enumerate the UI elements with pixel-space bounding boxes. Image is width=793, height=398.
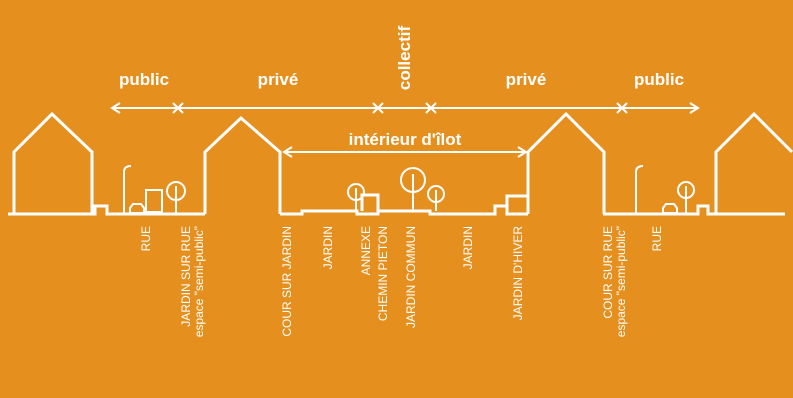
label-jardin-sur-rue: JARDIN SUR RUE espace "semi-public" xyxy=(179,226,206,338)
car-icon xyxy=(662,203,678,214)
house-icon xyxy=(526,111,606,214)
zone-label-prive-left: privé xyxy=(257,70,299,89)
car-icon xyxy=(129,203,145,214)
house-icon xyxy=(714,111,793,214)
label-chemin-pieton: CHEMIN PIETON xyxy=(376,226,390,322)
label-jardin: JARDIN xyxy=(461,226,475,270)
zone-label-collectif: collectif xyxy=(395,25,414,91)
winter-garden-icon xyxy=(505,194,528,214)
annex-shed-icon xyxy=(360,193,380,211)
house-icon xyxy=(203,115,282,214)
label-jardin-commun: JARDIN COMMUN xyxy=(404,226,418,328)
zone-label-public-right: public xyxy=(633,70,685,89)
tree-icon xyxy=(347,183,365,211)
label-jardin: JARDIN xyxy=(321,226,335,270)
label-jardin-d-hiver: JARDIN D'HIVER xyxy=(511,226,525,321)
tree-icon xyxy=(400,167,426,211)
tree-icon xyxy=(427,185,445,211)
label-rue: RUE xyxy=(139,226,153,252)
zone-arrows xyxy=(110,102,700,114)
truck-icon xyxy=(145,189,163,215)
interior-arrow xyxy=(282,146,528,158)
zone-label-public-left: public xyxy=(118,70,170,89)
zone-label-interieur: intérieur d'îlot xyxy=(348,130,462,149)
street-lamp-icon xyxy=(635,165,644,214)
label-cour-sur-rue: COUR SUR RUE espace "semi-public" xyxy=(601,226,628,338)
label-cour-sur-jardin: COUR SUR JARDIN xyxy=(280,226,294,337)
house-icon xyxy=(12,111,94,214)
street-lamp-icon xyxy=(123,165,132,214)
label-annexe: ANNEXE xyxy=(359,226,373,276)
tree-icon xyxy=(677,181,695,214)
zone-label-prive-right: privé xyxy=(505,70,547,89)
label-rue: RUE xyxy=(650,226,664,252)
tree-icon xyxy=(166,181,186,214)
